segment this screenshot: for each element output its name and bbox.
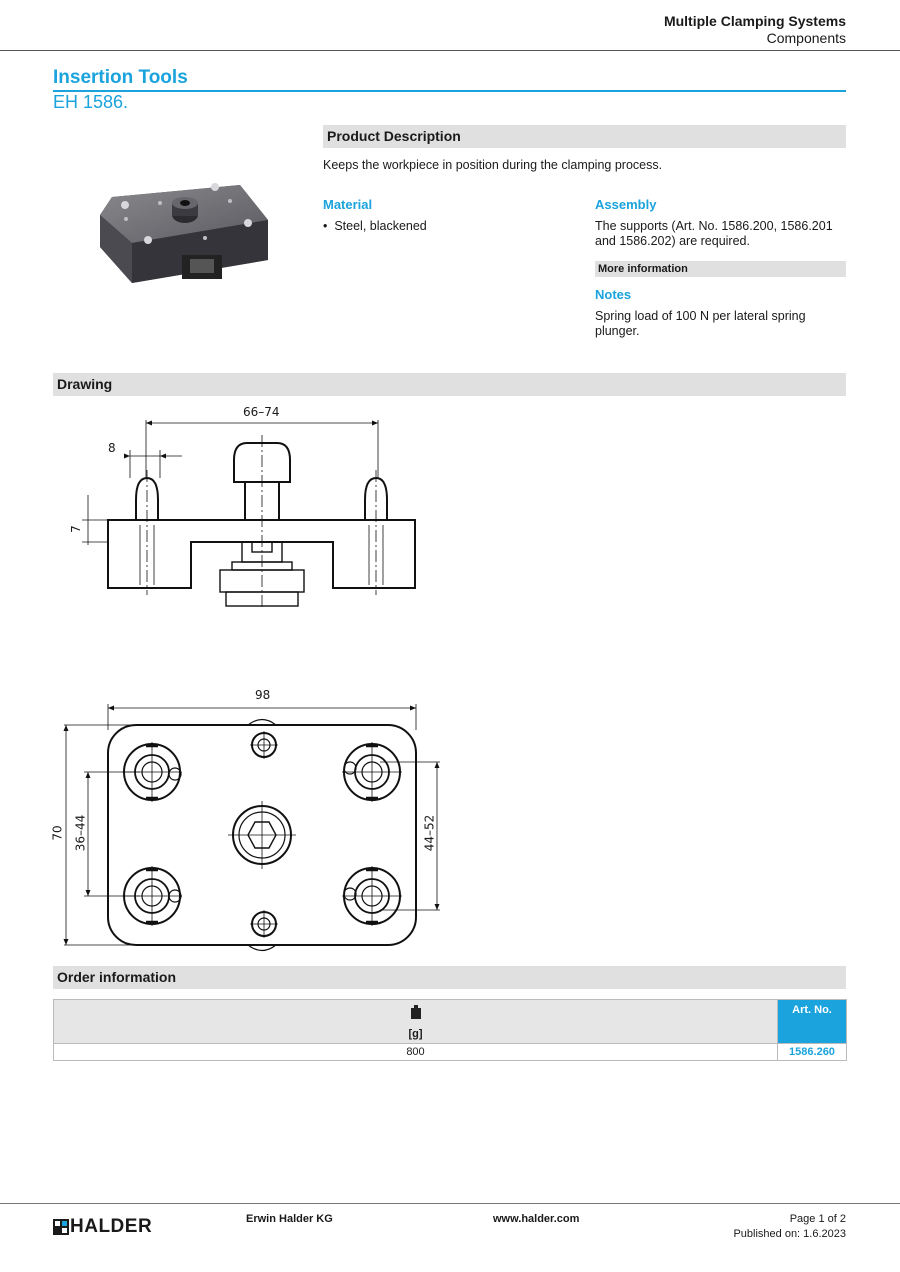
footer-website[interactable]: www.halder.com [493, 1213, 580, 1225]
side-view-drawing [82, 420, 416, 610]
header-subcategory: Components [766, 30, 846, 46]
product-photo [100, 183, 268, 283]
dim-side-height: 7 [68, 525, 83, 533]
page-title: Insertion Tools [53, 67, 188, 88]
table-row: 800 1586.260 [53, 1043, 847, 1061]
product-code: EH 1586. [53, 92, 129, 112]
halder-logo-icon [53, 1219, 69, 1235]
order-information-heading: Order information [53, 966, 846, 989]
art-no-column-header: Art. No. [777, 999, 847, 1044]
dim-pin-width: 8 [108, 441, 116, 455]
halder-logo: HALDER [53, 1216, 152, 1238]
assembly-text: The supports (Art. No. 1586.200, 1586.20… [595, 219, 833, 248]
dim-top-right: 44–52 [422, 814, 437, 852]
header-category: Multiple Clamping Systems [663, 13, 846, 29]
title-underline [53, 90, 846, 92]
weight-icon [410, 1005, 421, 1019]
footer-company: Erwin Halder KG [246, 1213, 333, 1225]
drawing-heading: Drawing [53, 373, 846, 396]
header-divider [0, 50, 900, 51]
material-item-text: Steel, blackened [334, 219, 427, 233]
product-description-text: Keeps the workpiece in position during t… [323, 158, 663, 172]
weight-cell: 800 [53, 1043, 778, 1061]
assembly-heading: Assembly [595, 197, 657, 212]
material-heading: Material [323, 197, 373, 212]
footer-published: Published on: 1.6.2023 [733, 1228, 846, 1240]
footer-page: Page 1 of 2 [789, 1213, 846, 1225]
notes-text: Spring load of 100 N per lateral spring … [595, 309, 806, 338]
dim-side-width: 66–74 [243, 405, 280, 419]
footer-divider [0, 1203, 900, 1204]
dim-top-height: 70 [50, 825, 65, 841]
product-description-heading: Product Description [323, 125, 846, 148]
art-no-cell[interactable]: 1586.260 [777, 1043, 847, 1061]
order-table-header: [g] Art. No. [53, 999, 847, 1044]
halder-logo-text: HALDER [70, 1216, 153, 1237]
weight-column-header: [g] [53, 999, 778, 1044]
more-information-link[interactable]: More information [595, 261, 846, 277]
notes-heading: Notes [595, 287, 632, 302]
order-table: [g] Art. No. 800 1586.260 [53, 999, 847, 1061]
dim-top-left: 36–44 [73, 814, 88, 852]
material-item: • Steel, blackened [323, 219, 427, 233]
dim-top-width: 98 [255, 688, 271, 702]
weight-unit: [g] [408, 1028, 423, 1040]
top-view-drawing [63, 704, 440, 952]
